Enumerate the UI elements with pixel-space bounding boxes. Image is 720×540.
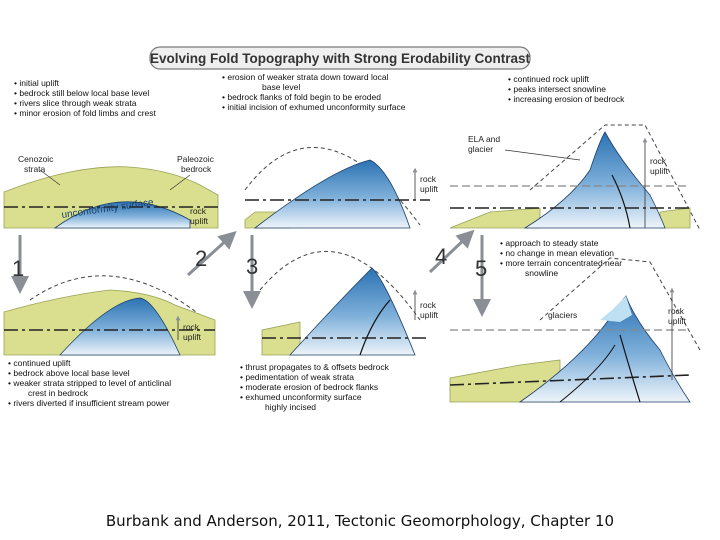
svg-text:snowline: snowline — [525, 268, 558, 278]
panel-1: • initial uplift • bedrock still below l… — [3, 78, 219, 229]
svg-text:• more terrain concentrated ne: • more terrain concentrated near — [500, 258, 622, 268]
label-paleozoic: Paleozoic — [177, 154, 215, 164]
panel-3-notes: • erosion of weaker strata down toward l… — [222, 72, 406, 112]
label-uplift: uplift — [420, 184, 439, 194]
label-glaciers: glaciers — [548, 310, 577, 320]
figure-title: Evolving Fold Topography with Strong Ero… — [150, 51, 531, 66]
panel-6: • approach to steady state • no change i… — [449, 238, 701, 403]
stage-number-4: 4 — [435, 244, 447, 269]
svg-text:• initial uplift: • initial uplift — [14, 78, 60, 88]
stage-number-2: 2 — [195, 246, 207, 271]
panel-2: rock uplift • continued uplift • bedrock… — [3, 275, 216, 408]
label-rock: rock — [183, 322, 200, 332]
panel-4-notes: • thrust propagates to & offsets bedrock… — [240, 362, 390, 412]
label-uplift: uplift — [650, 166, 669, 176]
stage-arrows: 1 2 3 4 5 — [11, 229, 491, 317]
stage-number-3: 3 — [246, 254, 258, 279]
svg-text:• weaker strata stripped to le: • weaker strata stripped to level of ant… — [8, 378, 171, 388]
svg-text:• initial incision of exhumed: • initial incision of exhumed unconformi… — [222, 102, 406, 112]
svg-text:• thrust propagates to & offse: • thrust propagates to & offsets bedrock — [240, 362, 390, 372]
stage-number-1: 1 — [12, 256, 24, 281]
panel-6-notes: • approach to steady state • no change i… — [500, 238, 622, 278]
svg-text:• exhumed unconformity surface: • exhumed unconformity surface — [240, 392, 362, 402]
label-cenozoic-strata: strata — [24, 164, 46, 174]
svg-text:• continued uplift: • continued uplift — [8, 358, 71, 368]
label-rock: rock — [668, 306, 685, 316]
title-box: Evolving Fold Topography with Strong Ero… — [149, 46, 531, 70]
panel-5-notes: • continued rock uplift • peaks intersec… — [508, 74, 625, 104]
svg-text:• bedrock still below local ba: • bedrock still below local base level — [14, 88, 149, 98]
panel-1-bedrock — [53, 201, 191, 229]
stage-number-5: 5 — [475, 256, 487, 281]
panel-5: • continued rock uplift • peaks intersec… — [449, 74, 701, 231]
label-ela: ELA and — [468, 134, 500, 144]
label-rock: rock — [420, 300, 437, 310]
svg-text:• peaks intersect snowline: • peaks intersect snowline — [508, 84, 606, 94]
label-glacier: glacier — [468, 144, 493, 154]
label-uplift: uplift — [668, 316, 687, 326]
svg-text:• increasing erosion of bedroc: • increasing erosion of bedrock — [508, 94, 625, 104]
panel-4: rock uplift • thrust propagates to & off… — [240, 250, 439, 412]
panel-3: • erosion of weaker strata down toward l… — [222, 72, 439, 229]
label-uplift: uplift — [420, 310, 439, 320]
label-paleozoic-bedrock: bedrock — [181, 164, 212, 174]
figure-caption: Burbank and Anderson, 2011, Tectonic Geo… — [105, 512, 615, 530]
svg-text:• bedrock above local base lev: • bedrock above local base level — [8, 368, 130, 378]
svg-text:• bedrock flanks of fold begin: • bedrock flanks of fold begin to be ero… — [222, 92, 381, 102]
svg-text:• no change in mean elevation: • no change in mean elevation — [500, 248, 614, 258]
svg-text:• moderate erosion of bedrock: • moderate erosion of bedrock flanks — [240, 382, 378, 392]
svg-text:• rivers slice through weak st: • rivers slice through weak strata — [14, 98, 137, 108]
svg-text:• rivers diverted if insuffici: • rivers diverted if insufficient stream… — [8, 398, 170, 408]
panel-2-notes: • continued uplift • bedrock above local… — [8, 358, 171, 408]
label-uplift: uplift — [190, 216, 209, 226]
svg-text:• minor erosion of fold limbs: • minor erosion of fold limbs and crest — [14, 108, 157, 118]
label-rock: rock — [420, 174, 437, 184]
label-rock: rock — [190, 206, 207, 216]
label-cenozoic: Cenozoic — [18, 154, 54, 164]
label-rock: rock — [650, 156, 667, 166]
svg-text:• approach to steady state: • approach to steady state — [500, 238, 599, 248]
svg-text:• continued rock uplift: • continued rock uplift — [508, 74, 590, 84]
svg-text:highly incised: highly incised — [265, 402, 316, 412]
svg-text:crest in bedrock: crest in bedrock — [28, 388, 89, 398]
panel-1-notes: • initial uplift • bedrock still below l… — [14, 78, 157, 118]
svg-text:• pedimentation of weak strata: • pedimentation of weak strata — [240, 372, 354, 382]
label-uplift: uplift — [183, 332, 202, 342]
svg-text:base level: base level — [262, 82, 300, 92]
svg-text:• erosion of weaker strata dow: • erosion of weaker strata down toward l… — [222, 72, 389, 82]
